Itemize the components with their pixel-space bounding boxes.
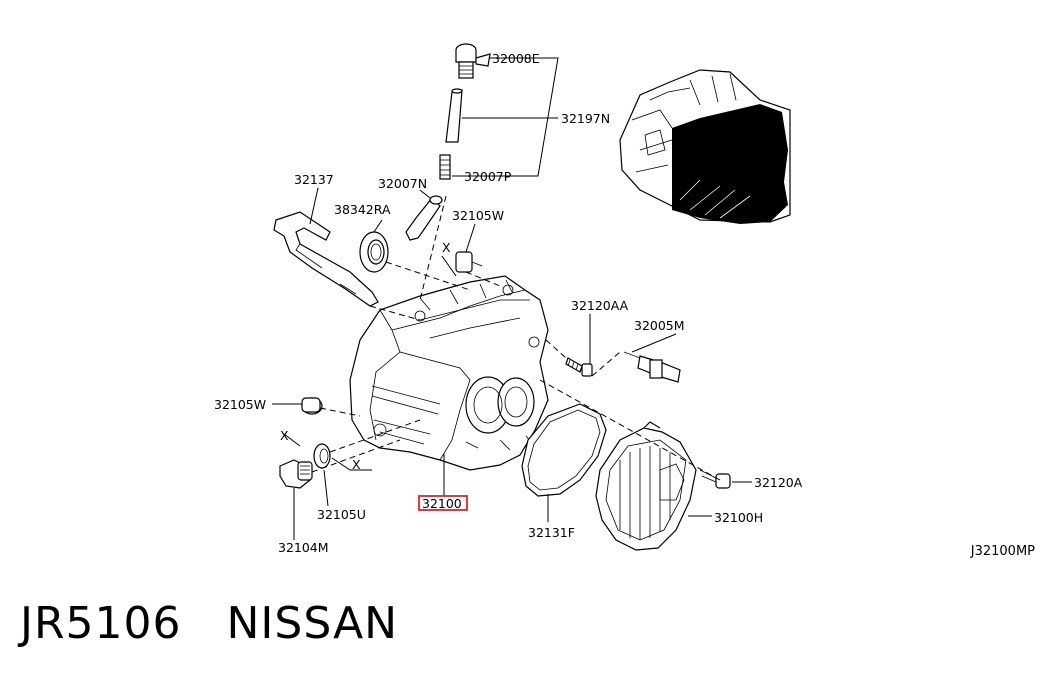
elbow-fitting-32007N-illustration bbox=[405, 195, 443, 241]
breather-tube-32197N-illustration bbox=[445, 88, 463, 143]
footer-brand: NISSAN bbox=[226, 598, 399, 649]
highlight-box bbox=[418, 495, 468, 511]
marker-x-left: X bbox=[280, 428, 289, 443]
label-32104M[interactable]: 32104M bbox=[278, 540, 329, 555]
pinion-32104M-illustration bbox=[279, 459, 313, 489]
plug-32105W-left-illustration bbox=[301, 397, 323, 415]
label-32120A[interactable]: 32120A bbox=[754, 475, 803, 490]
label-38342RA[interactable]: 38342RA bbox=[334, 202, 391, 217]
cover-32100H-illustration bbox=[595, 421, 697, 551]
bolt-32120A-illustration bbox=[699, 469, 731, 489]
marker-x-right: X bbox=[352, 457, 361, 472]
marker-x-top: X bbox=[442, 240, 451, 255]
label-32105U[interactable]: 32105U bbox=[317, 507, 366, 522]
leader-lines bbox=[272, 57, 752, 540]
label-32197N[interactable]: 32197N bbox=[561, 111, 610, 126]
label-32137[interactable]: 32137 bbox=[294, 172, 334, 187]
oil-seal-38342RA-illustration bbox=[359, 231, 389, 273]
transmission-case-32100-illustration bbox=[349, 275, 549, 471]
shift-bracket-32137-illustration bbox=[273, 211, 379, 307]
transmission-inset-illustration bbox=[619, 69, 791, 224]
bolt-32120AA-illustration bbox=[565, 357, 593, 377]
drawing-code: J32100MP bbox=[970, 544, 1035, 559]
assembly-dashed-lines bbox=[311, 195, 721, 481]
label-32100[interactable]: 32100 bbox=[422, 496, 462, 511]
footer-title: JR5106 NISSAN bbox=[20, 598, 398, 649]
label-32120AA[interactable]: 32120AA bbox=[571, 298, 629, 313]
sensor-32005M-illustration bbox=[623, 351, 681, 383]
breather-cap-32008E-illustration bbox=[455, 43, 491, 79]
footer-part-number: JR5106 bbox=[20, 598, 182, 649]
plug-32105W-top-illustration bbox=[455, 251, 483, 273]
connector-32007P-illustration bbox=[439, 154, 451, 180]
label-32105W-left[interactable]: 32105W bbox=[214, 397, 266, 412]
label-32005M[interactable]: 32005M bbox=[634, 318, 685, 333]
label-32100H[interactable]: 32100H bbox=[714, 510, 763, 525]
label-32007P[interactable]: 32007P bbox=[464, 169, 512, 184]
label-32105W-top[interactable]: 32105W bbox=[452, 208, 504, 223]
gasket-32131F-illustration bbox=[521, 403, 607, 497]
seal-32105U-illustration bbox=[313, 443, 331, 469]
label-32008E[interactable]: 32008E bbox=[492, 51, 540, 66]
label-32131F[interactable]: 32131F bbox=[528, 525, 575, 540]
label-32007N[interactable]: 32007N bbox=[378, 176, 427, 191]
